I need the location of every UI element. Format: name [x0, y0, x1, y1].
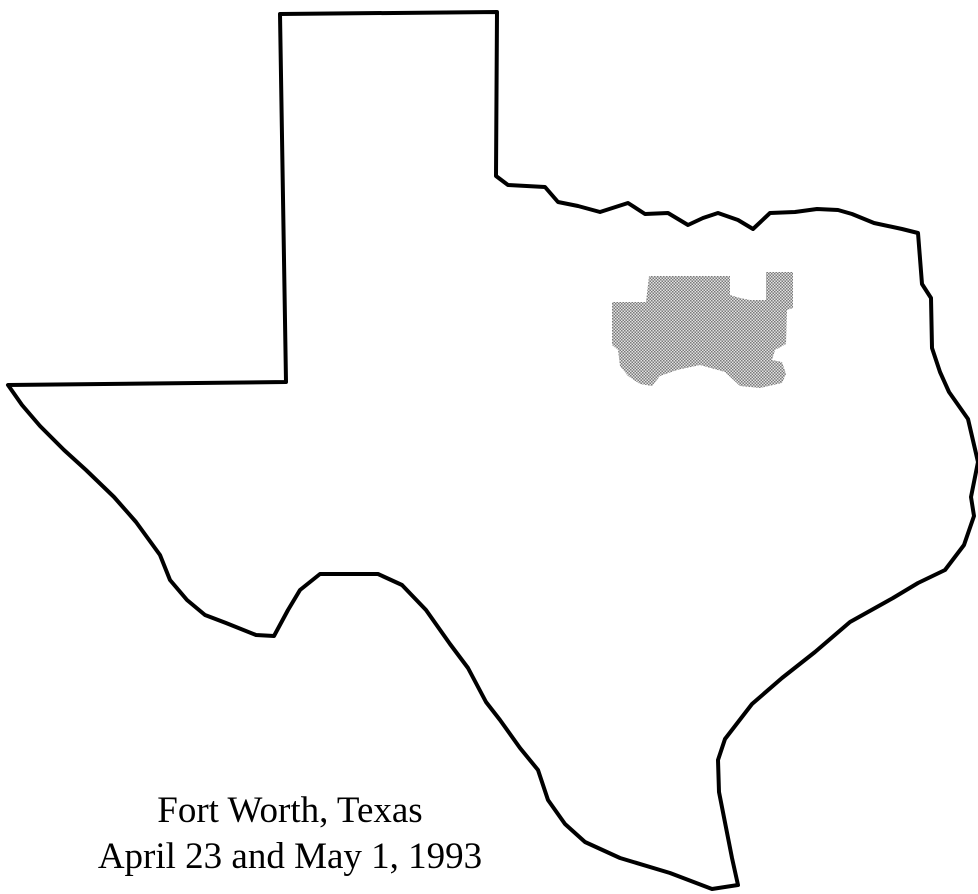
texas-state-outline — [6, 10, 978, 891]
map-caption-location: Fort Worth, Texas — [157, 790, 423, 831]
fort-worth-area-highlight — [612, 272, 793, 388]
map-caption-dates: April 23 and May 1, 1993 — [97, 836, 483, 877]
